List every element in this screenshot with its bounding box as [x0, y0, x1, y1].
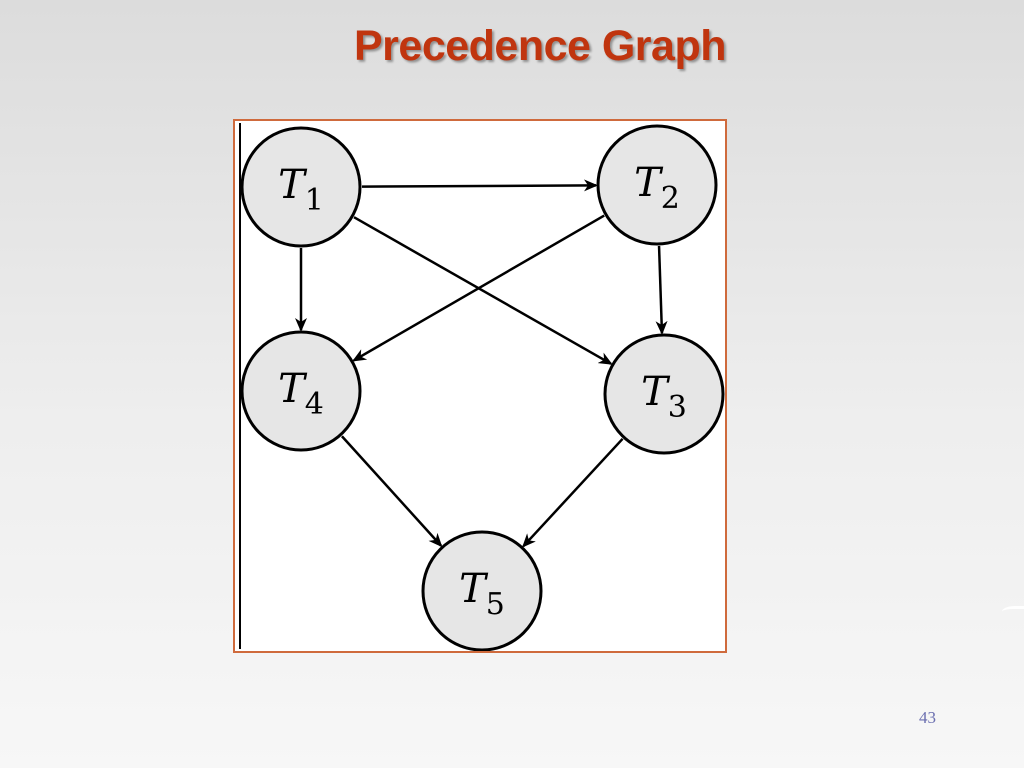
- node-label-base: T: [634, 160, 664, 206]
- node-circle: [240, 330, 362, 452]
- node-label-base: T: [459, 566, 489, 612]
- node-t4: T4: [240, 330, 362, 452]
- node-label: T1: [278, 162, 324, 218]
- edge-t1-t3: [353, 216, 613, 365]
- node-t5: T5: [421, 530, 543, 651]
- node-t1: T1: [240, 126, 362, 248]
- node-circle: [603, 333, 725, 455]
- node-t2: T2: [596, 124, 718, 246]
- node-label-subscript: 1: [305, 183, 324, 218]
- node-circle: [421, 530, 543, 651]
- node-label-subscript: 3: [668, 390, 687, 425]
- node-label-base: T: [278, 366, 308, 412]
- node-circle: [240, 126, 362, 248]
- node-t3: T3: [603, 333, 725, 455]
- node-label-base: T: [641, 369, 671, 415]
- node-label: T4: [278, 366, 324, 422]
- edge-t2-t4: [352, 214, 605, 362]
- node-circle: [596, 124, 718, 246]
- node-label: T5: [459, 566, 505, 622]
- node-label-base: T: [278, 162, 308, 208]
- page-number: 43: [919, 708, 936, 727]
- node-label: T3: [641, 369, 687, 425]
- edge-t4-t5: [341, 435, 443, 548]
- node-label-subscript: 5: [486, 587, 505, 622]
- slide-title: Precedence Graph: [353, 22, 727, 70]
- node-label-subscript: 4: [305, 387, 324, 422]
- edge-t1-t2: [361, 179, 599, 192]
- node-label-subscript: 2: [661, 181, 680, 216]
- decorative-swoosh: [1002, 606, 1024, 615]
- edge-t3-t5: [522, 437, 624, 548]
- node-label: T2: [634, 160, 680, 216]
- edge-t2-t3: [655, 245, 668, 336]
